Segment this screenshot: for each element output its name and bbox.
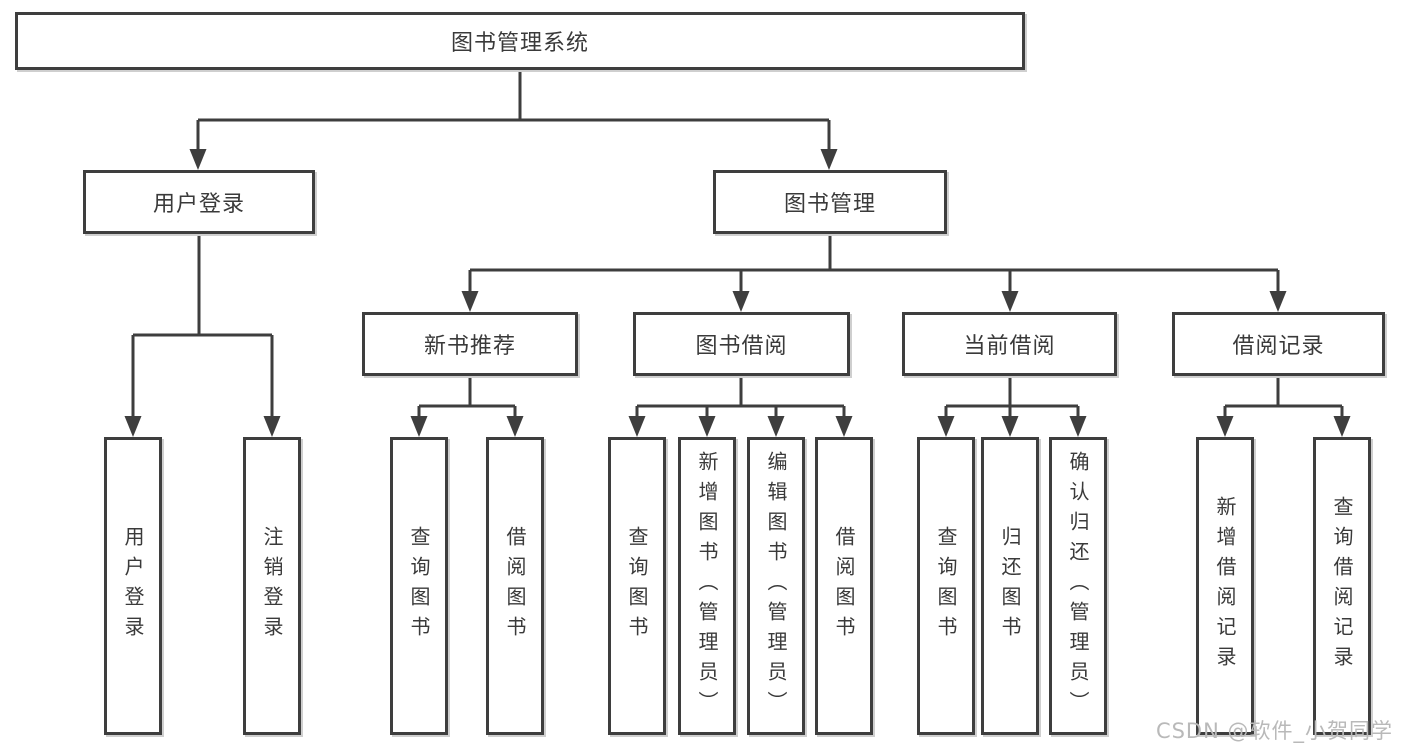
leaf-query-books-recommend: 查询图书: [390, 437, 448, 735]
leaf-query-books-borrowing: 查询图书: [608, 437, 666, 735]
leaf-add-books-admin: 新增图书（管理员）: [678, 437, 736, 735]
leaf-query-borrow-record-label: 查询借阅记录: [1330, 496, 1354, 676]
node-user-login-label: 用户登录: [152, 192, 245, 217]
leaf-add-borrow-record: 新增借阅记录: [1196, 437, 1254, 735]
leaf-borrow-books: 借阅图书: [815, 437, 873, 735]
leaf-edit-books-admin: 编辑图书（管理员）: [747, 437, 805, 735]
node-root-system-label: 图书管理系统: [450, 31, 589, 56]
leaf-edit-books-admin-label: 编辑图书（管理员）: [764, 451, 788, 721]
leaf-logout: 注销登录: [243, 437, 301, 735]
leaf-borrow-books-recommend-label: 借阅图书: [503, 526, 527, 646]
csdn-watermark: CSDN @软件_小贺同学: [1155, 719, 1393, 743]
node-new-book-recommend: 新书推荐: [362, 312, 578, 376]
leaf-confirm-return-admin-label: 确认归还（管理员）: [1066, 451, 1090, 721]
node-book-borrowing-label: 图书借阅: [695, 334, 788, 359]
leaf-add-books-admin-label: 新增图书（管理员）: [695, 451, 719, 721]
leaf-return-books: 归还图书: [981, 437, 1039, 735]
node-current-borrowing-label: 当前借阅: [963, 334, 1056, 359]
node-root-system: 图书管理系统: [15, 12, 1025, 70]
node-book-management: 图书管理: [713, 170, 947, 234]
leaf-query-books-borrowing-label: 查询图书: [625, 526, 649, 646]
node-borrowing-records-label: 借阅记录: [1232, 334, 1325, 359]
leaf-return-books-label: 归还图书: [998, 526, 1022, 646]
leaf-query-borrow-record: 查询借阅记录: [1313, 437, 1371, 735]
leaf-borrow-books-label: 借阅图书: [832, 526, 856, 646]
leaf-confirm-return-admin: 确认归还（管理员）: [1049, 437, 1107, 735]
node-new-book-recommend-label: 新书推荐: [423, 334, 516, 359]
leaf-user-login-label: 用户登录: [121, 526, 145, 646]
node-book-borrowing: 图书借阅: [633, 312, 850, 376]
leaf-query-books-current: 查询图书: [917, 437, 975, 735]
node-borrowing-records: 借阅记录: [1172, 312, 1385, 376]
node-current-borrowing: 当前借阅: [902, 312, 1117, 376]
leaf-add-borrow-record-label: 新增借阅记录: [1213, 496, 1237, 676]
leaf-borrow-books-recommend: 借阅图书: [486, 437, 544, 735]
leaf-query-books-current-label: 查询图书: [934, 526, 958, 646]
node-book-management-label: 图书管理: [783, 192, 876, 217]
node-user-login: 用户登录: [83, 170, 315, 234]
leaf-user-login: 用户登录: [104, 437, 162, 735]
leaf-logout-label: 注销登录: [260, 526, 284, 646]
leaf-query-books-recommend-label: 查询图书: [407, 526, 431, 646]
